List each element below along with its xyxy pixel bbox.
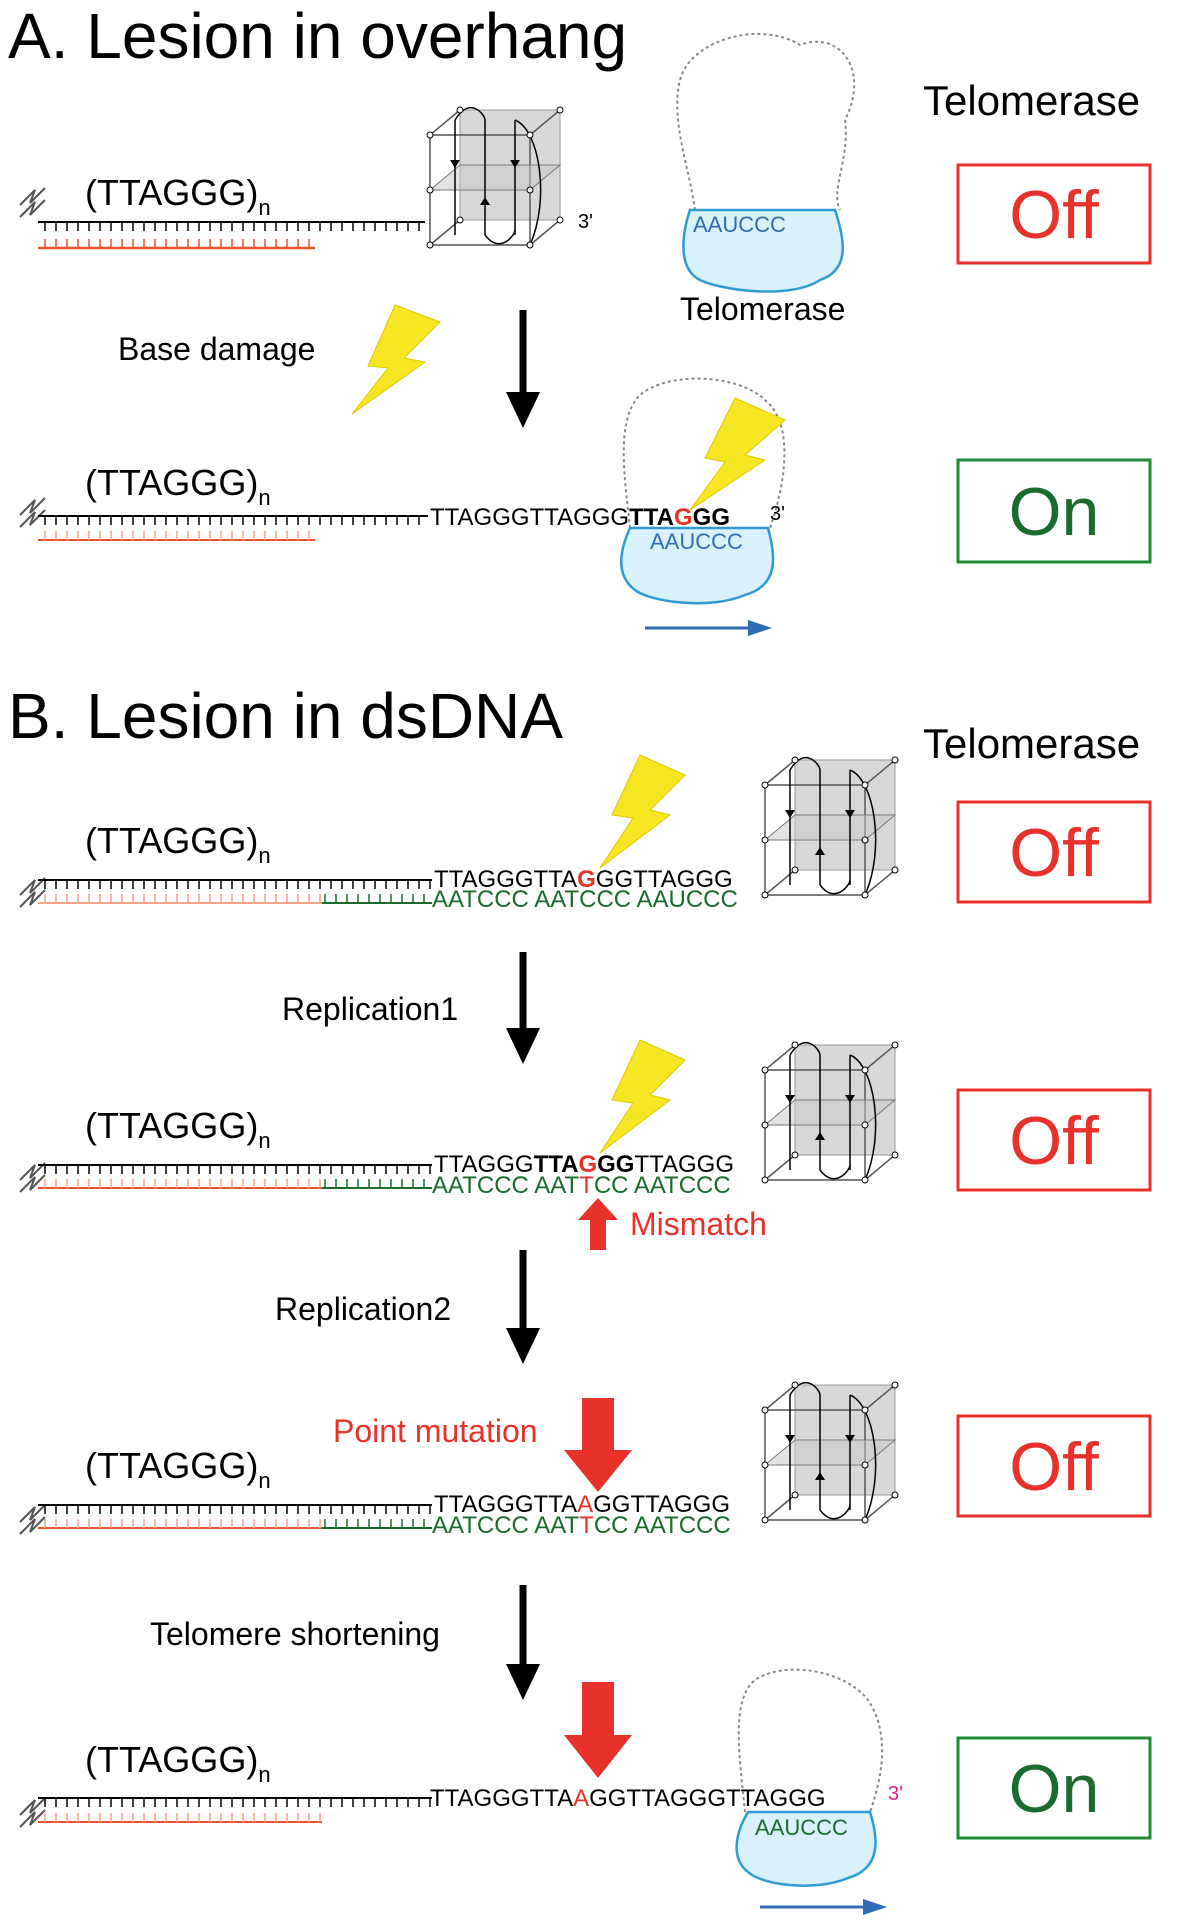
- dna-row-b4: (TTAGGG)n TTAGGGTTAAGGTTAGGGTTAGGG 3': [19, 1739, 903, 1828]
- status-box-b4: [956, 1736, 1152, 1840]
- overhang-bold: TTA: [629, 504, 674, 531]
- bottom-strand-ticks: [44, 239, 310, 248]
- dna-row-b3: (TTAGGG)n TTAGGGTTAAGGTTAGGG AATCCC AATT…: [19, 1445, 731, 1539]
- point-mutation-arrow: [564, 1398, 632, 1492]
- point-mutation-label: Point mutation: [333, 1413, 538, 1449]
- chromosome-break-icon: [19, 187, 46, 218]
- g-quadruplex-icon: [761, 756, 899, 899]
- step-label-replication1: Replication1: [282, 991, 458, 1027]
- telomerase-enzyme-icon: AAUCCC: [735, 1668, 884, 1887]
- mismatch-arrow: [578, 1198, 618, 1250]
- svg-text:AATCCC AATCCC AAUCCC: AATCCC AATCCC AAUCCC: [432, 886, 738, 913]
- svg-text:(TTAGGG)n: (TTAGGG)n: [85, 820, 271, 868]
- svg-text:AAUCCC: AAUCCC: [755, 1815, 848, 1840]
- telomerase-header-a: Telomerase: [923, 77, 1140, 124]
- repeat-label: (TTAGGG): [85, 172, 258, 213]
- dna-row-a1: (TTAGGG)n 3': [19, 172, 593, 250]
- step-label-telomere-shortening: Telomere shortening: [150, 1616, 440, 1652]
- telomerase-enzyme-icon: AAUCCC: [620, 377, 786, 605]
- status-box-a1: [956, 163, 1152, 265]
- lightning-icon: [689, 397, 786, 511]
- telomerase-enzyme-icon: AAUCCC: [676, 32, 856, 293]
- svg-text:AAUCCC: AAUCCC: [650, 529, 743, 554]
- overhang-lesion: G: [674, 504, 693, 531]
- status-text-b2: Off: [1009, 1103, 1099, 1179]
- dna-row-a2: (TTAGGG)n TTAGGGTTAGGGTTAGGG 3': [19, 462, 785, 541]
- lightning-icon: [599, 754, 686, 869]
- svg-text:TTAGGGTTAAGGTTAGGG: TTAGGGTTAAGGTTAGGG: [434, 1491, 730, 1518]
- svg-text:AATCCC AATTCC AATCCC: AATCCC AATTCC AATCCC: [432, 1172, 731, 1199]
- telomerase-header-b: Telomerase: [923, 720, 1140, 767]
- svg-text:TTAGGGTTAGGGTTAGGG: TTAGGGTTAGGGTTAGGG: [434, 1151, 734, 1178]
- repeat-label: (TTAGGG): [85, 462, 258, 503]
- g-quadruplex-icon: [761, 1381, 899, 1524]
- lightning-icon: [599, 1039, 686, 1154]
- repeat-subscript: n: [258, 195, 270, 220]
- svg-text:(TTAGGG)n: (TTAGGG)n: [85, 1445, 271, 1493]
- svg-text:TTAGGGTTAAGGTTAGGGTTAGGG: TTAGGGTTAAGGTTAGGGTTAGGG: [430, 1785, 826, 1812]
- status-box-b3: [956, 1414, 1152, 1518]
- svg-text:(TTAGGG)n: (TTAGGG)n: [85, 172, 271, 220]
- top-strand-ticks: [44, 222, 420, 231]
- point-mutation-arrow: [564, 1682, 632, 1778]
- svg-text:(TTAGGG)n: (TTAGGG)n: [85, 1739, 271, 1787]
- g-quadruplex-icon: [426, 106, 564, 249]
- status-box-b1: [956, 800, 1152, 904]
- svg-text:AATCCC AATTCC AATCCC: AATCCC AATTCC AATCCC: [432, 1512, 731, 1539]
- lesion-base: G: [577, 866, 596, 893]
- panel-a-title: A. Lesion in overhang: [8, 0, 627, 72]
- telomerase-template: AAUCCC: [693, 212, 786, 237]
- mismatch-base: T: [579, 1172, 594, 1199]
- panel-b-title: B. Lesion in dsDNA: [8, 680, 563, 752]
- svg-text:TTAGGGTTAGGGTTAGGG: TTAGGGTTAGGGTTAGGG: [430, 504, 730, 531]
- status-box-b2: [956, 1088, 1152, 1192]
- three-prime-label: 3': [578, 211, 593, 233]
- mismatch-label: Mismatch: [630, 1206, 767, 1242]
- svg-text:(TTAGGG)n: (TTAGGG)n: [85, 462, 271, 510]
- status-text-b4: On: [1009, 1751, 1100, 1827]
- lightning-icon: [351, 304, 441, 415]
- step-label-replication2: Replication2: [275, 1291, 451, 1327]
- dna-row-b2: (TTAGGG)n TTAGGGTTAGGGTTAGGG AATCCC AATT…: [19, 1105, 734, 1199]
- status-text-b1: Off: [1009, 815, 1099, 891]
- svg-text:TTAGGGTTAGGGTTAGGG: TTAGGGTTAGGGTTAGGG: [434, 866, 733, 893]
- g-quadruplex-icon: [761, 1041, 899, 1184]
- overhang-seq: TTAGGGTTAGGG: [430, 504, 629, 531]
- status-box-a2: [956, 458, 1152, 564]
- status-text-a1: Off: [1009, 177, 1099, 253]
- step-label-base-damage: Base damage: [118, 331, 315, 367]
- status-text-b3: Off: [1009, 1429, 1099, 1505]
- lesion-base: G: [578, 1151, 597, 1178]
- three-prime-label: 3': [888, 1783, 903, 1805]
- mutated-base: A: [573, 1785, 589, 1812]
- status-text-a2: On: [1009, 474, 1100, 550]
- telomerase-caption: Telomerase: [680, 291, 845, 327]
- svg-text:(TTAGGG)n: (TTAGGG)n: [85, 1105, 271, 1153]
- repeat-subscript: n: [258, 485, 270, 510]
- mutated-base: A: [577, 1491, 593, 1518]
- dna-row-b1: (TTAGGG)n TTAGGGTTAGGGTTAGGG AATCCC AATC…: [19, 820, 738, 913]
